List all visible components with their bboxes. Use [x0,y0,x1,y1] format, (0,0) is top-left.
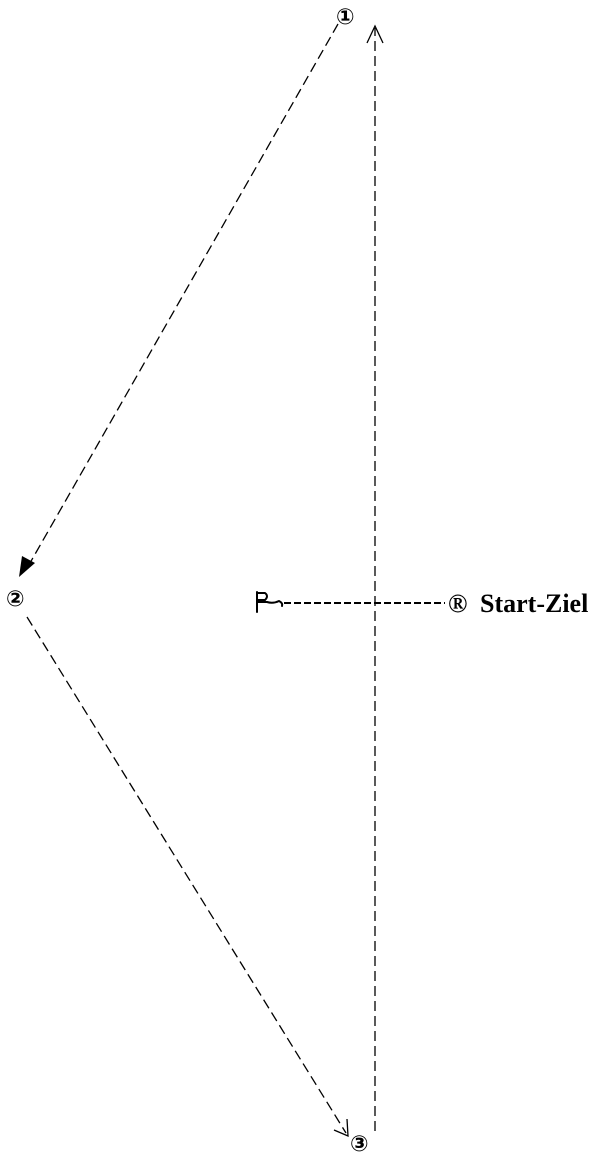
mark-3-label: ③ [350,1132,369,1157]
leg-1-to-2 [29,23,339,564]
mark-1-label: ① [336,5,355,30]
leg-3-to-1-arrowhead [366,24,384,44]
mark-2-label: ② [6,587,25,612]
start-finish-symbol: ® [448,589,467,618]
flag-icon [256,591,284,613]
start-finish-label: Start-Ziel [480,589,588,618]
leg-2-to-3 [26,616,347,1134]
leg-2-to-3-arrowhead [333,1118,349,1138]
leg-1-to-2-arrowhead [19,556,35,577]
